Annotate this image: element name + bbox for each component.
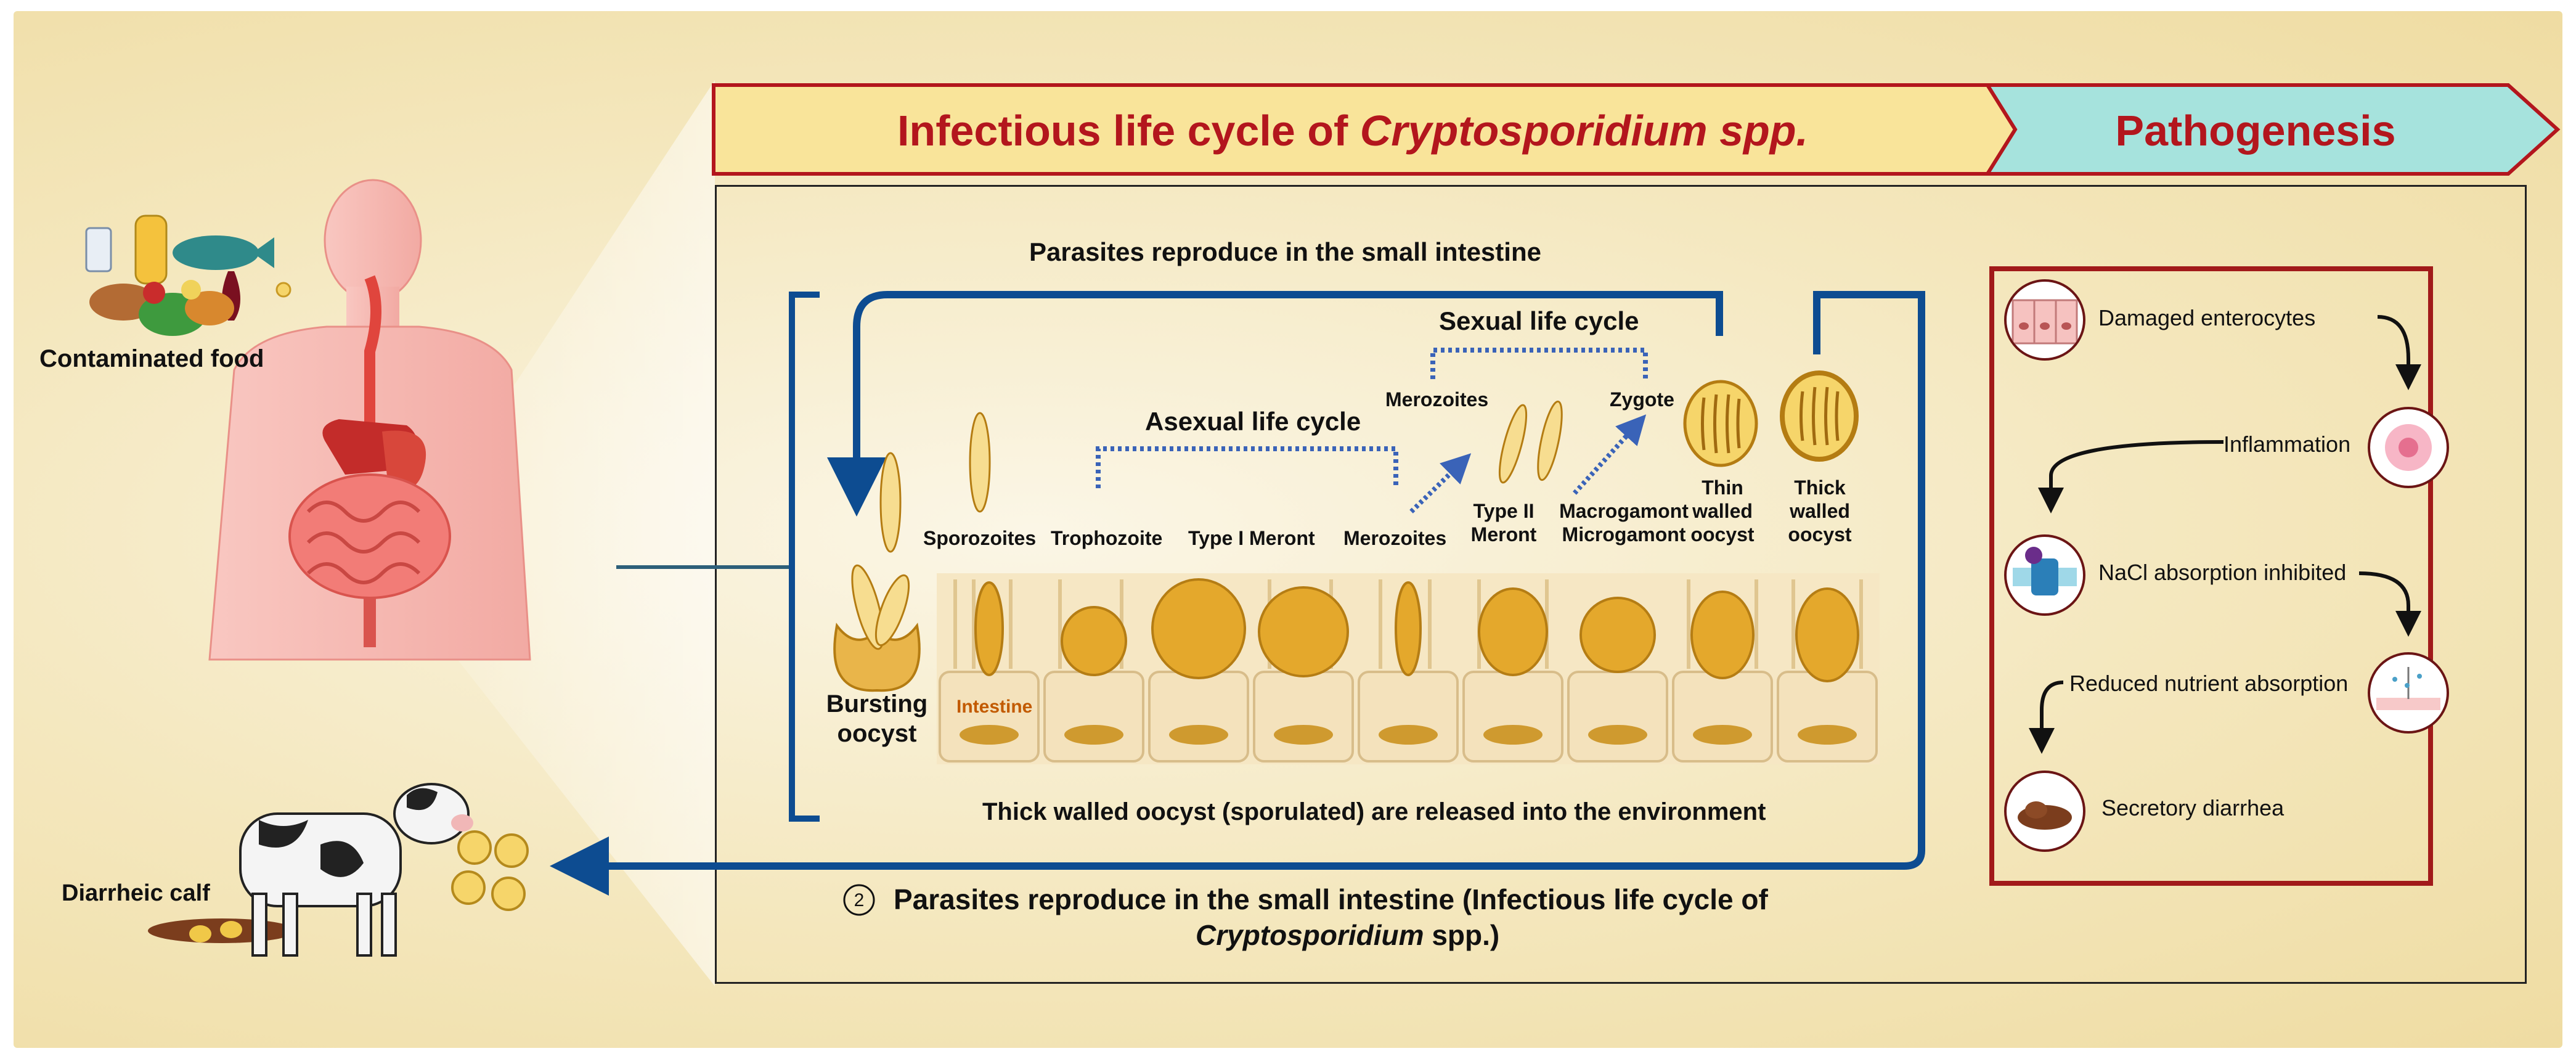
thin-walled-oocyst-graphic [1683, 380, 1758, 467]
sporozoite-shape-1 [879, 452, 902, 553]
lifecycle-title: Infectious life cycle of Cryptosporidium… [715, 85, 1991, 176]
inflammation-icon [2368, 407, 2449, 488]
nacl-channel-icon [2004, 534, 2085, 616]
stage-label-zygote: Zygote [1610, 388, 1674, 411]
thin-line1: Thin [1702, 476, 1743, 499]
intestine-epithelium [937, 573, 1880, 764]
stage-label-merozoites-sexual: Merozoites [1385, 388, 1489, 411]
thick-line2: walled [1790, 500, 1850, 522]
pathogenesis-step-5: Secretory diarrhea [2101, 795, 2285, 820]
bursting-line2: oocyst [837, 720, 917, 747]
food-particle [275, 282, 291, 298]
type2-meront-line1: Type II [1473, 500, 1535, 522]
stage-label-sporozoites: Sporozoites [923, 527, 1037, 549]
damaged-enterocytes-icon [2004, 279, 2085, 361]
step-number-circle: 2 [843, 884, 875, 916]
thick-line3: oocyst [1788, 523, 1852, 546]
stage-label-merozoites-asexual: Merozoites [1343, 527, 1447, 549]
stage-label-type2-meront: Type II Meront [1461, 499, 1547, 546]
bottom-caption: Thick walled oocyst (sporulated) are rel… [982, 798, 1766, 825]
bursting-oocyst-graphic [833, 564, 921, 692]
stage-label-thick-walled-oocyst: Thick walled oocyst [1786, 476, 1854, 546]
contaminated-food-label: Contaminated food [39, 345, 264, 372]
pathogenesis-step-4: Reduced nutrient absorption [2069, 671, 2349, 696]
type2-meront-line2: Meront [1470, 523, 1537, 546]
thick-walled-oocyst-graphic [1780, 370, 1859, 462]
stage-label-thin-walled-oocyst: Thin walled oocyst [1689, 476, 1756, 546]
stage-label-trophozoite: Trophozoite [1051, 527, 1163, 549]
pathogenesis-step-3: NaCl absorption inhibited [2098, 560, 2347, 585]
top-caption: Parasites reproduce in the small intesti… [1029, 237, 1541, 266]
thick-line1: Thick [1794, 476, 1846, 499]
diarrhea-icon [2004, 771, 2085, 852]
pathogenesis-step-2: Inflammation [2223, 431, 2351, 457]
footer-suffix: spp.) [1424, 919, 1500, 951]
main-panel [715, 185, 2527, 984]
enterocyte-cells [939, 671, 1878, 763]
microgamont-label: Microgamont [1562, 523, 1686, 546]
thin-line3: oocyst [1690, 523, 1755, 546]
diarrheic-calf-label: Diarrheic calf [62, 880, 210, 906]
bursting-line1: Bursting [826, 690, 928, 718]
lifecycle-title-prefix: Infectious life cycle of [897, 107, 1348, 155]
pathogenesis-title: Pathogenesis [2115, 107, 2396, 155]
thin-line2: walled [1692, 500, 1753, 522]
sporozoite-shape-2 [969, 412, 991, 513]
lifecycle-title-species: Cryptosporidium spp. [1359, 107, 1808, 155]
oocyst-cluster [451, 830, 529, 911]
food-icons [85, 215, 274, 336]
intestine-label: Intestine [956, 697, 1033, 717]
calf-illustration [148, 783, 473, 957]
step-number: 2 [854, 890, 865, 910]
connector-line [616, 565, 795, 569]
asexual-life-cycle-label: Asexual life cycle [1145, 407, 1361, 436]
banner-arrows [712, 83, 2561, 176]
stage-label-gamonts: Macrogamont Microgamont [1550, 499, 1698, 546]
pathogenesis-arrows [2029, 315, 2421, 754]
merozoite-shapes [1498, 400, 1563, 484]
stage-label-type1-meront: Type I Meront [1188, 527, 1315, 549]
pathogenesis-box [1989, 266, 2433, 886]
footer-line2: Cryptosporidium spp.) [1196, 918, 1499, 952]
macrogamont-label: Macrogamont [1559, 500, 1689, 522]
footer-species: Cryptosporidium [1196, 919, 1424, 951]
nutrient-absorption-icon [2368, 652, 2449, 734]
human-body-illustration [208, 179, 531, 661]
footer-line1: Parasites reproduce in the small intesti… [894, 883, 1768, 915]
stage-label-bursting-oocyst: Bursting oocyst [825, 689, 929, 748]
sexual-life-cycle-label: Sexual life cycle [1439, 306, 1639, 335]
pathogenesis-step-1: Damaged enterocytes [2098, 305, 2316, 330]
